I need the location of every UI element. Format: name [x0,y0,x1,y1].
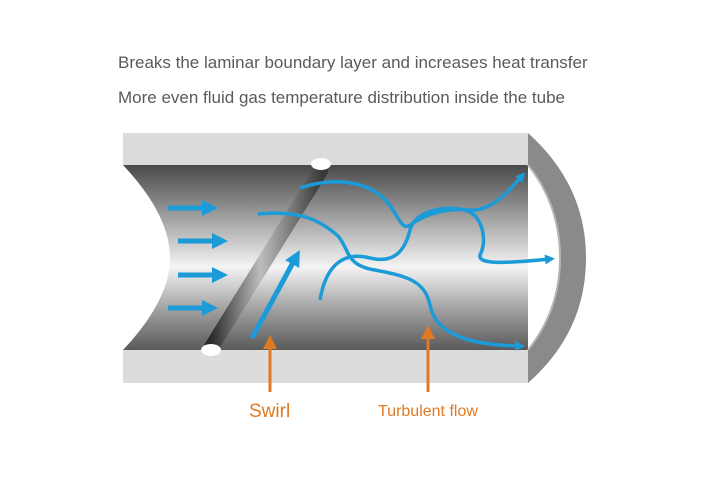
tube-bore [123,165,528,350]
swirl-flow-arrow [249,249,300,340]
caption-line-2: More even fluid gas temperature distribu… [118,88,565,107]
rod-end-bottom [201,344,221,356]
rod-end-top [311,158,331,170]
swirl-insert-rod [203,162,329,356]
caption-line-1: Breaks the laminar boundary layer and in… [118,53,588,72]
label-swirl: Swirl [249,401,291,422]
label-turbulent-flow: Turbulent flow [378,403,478,420]
tube-end-highlight [527,164,562,351]
tube-end-ring [528,133,586,383]
turbulent-streamlines [257,172,555,351]
streamline-1 [257,211,525,351]
streamline-2 [318,206,555,301]
streamline-3 [299,172,526,229]
inlet-flow-arrows [168,200,228,316]
tube-bottom-wall [123,350,528,383]
